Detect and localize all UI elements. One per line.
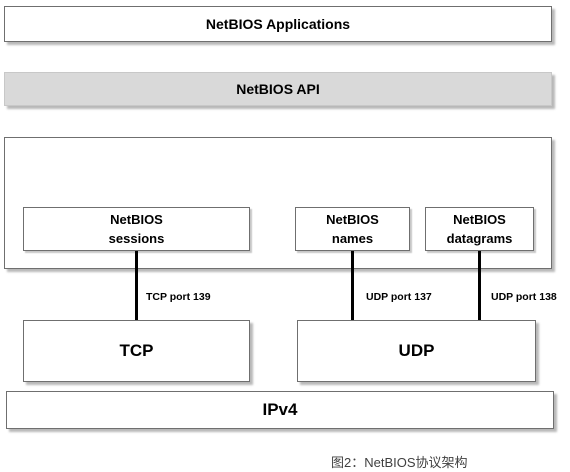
netbios-datagrams-line2: datagrams bbox=[446, 231, 513, 246]
netbios-applications-label: NetBIOS Applications bbox=[205, 16, 351, 32]
ipv4-label: IPv4 bbox=[262, 400, 298, 419]
netbios-api-layer: NetBIOS API bbox=[4, 72, 552, 106]
udp-layer: UDP bbox=[297, 320, 536, 382]
figure-caption: 图2：NetBIOS协议架构 bbox=[331, 455, 468, 470]
udp-port-138-label: UDP port 138 bbox=[491, 291, 557, 303]
tcp-label: TCP bbox=[119, 341, 154, 360]
tcp-port-139-label: TCP port 139 bbox=[146, 291, 211, 303]
udp-port-137-label: UDP port 137 bbox=[366, 291, 432, 303]
netbios-names-line1: NetBIOS bbox=[326, 212, 379, 227]
netbios-sessions-line2: sessions bbox=[108, 231, 165, 246]
netbios-datagrams-line1: NetBIOS bbox=[453, 212, 506, 227]
netbios-api-label: NetBIOS API bbox=[236, 81, 320, 97]
netbios-datagrams-box: NetBIOS datagrams bbox=[425, 207, 534, 251]
netbios-sessions-box: NetBIOS sessions bbox=[23, 207, 250, 251]
netbios-names-box: NetBIOS names bbox=[295, 207, 410, 251]
tcp-layer: TCP bbox=[23, 320, 250, 382]
tcp-port-139-connector bbox=[135, 251, 138, 320]
udp-port-137-connector bbox=[351, 251, 354, 320]
netbios-names-line2: names bbox=[331, 231, 374, 246]
ipv4-layer: IPv4 bbox=[6, 391, 554, 429]
netbios-sessions-line1: NetBIOS bbox=[110, 212, 163, 227]
netbios-applications-layer: NetBIOS Applications bbox=[4, 6, 552, 42]
udp-label: UDP bbox=[398, 341, 435, 360]
udp-port-138-connector bbox=[478, 251, 481, 320]
